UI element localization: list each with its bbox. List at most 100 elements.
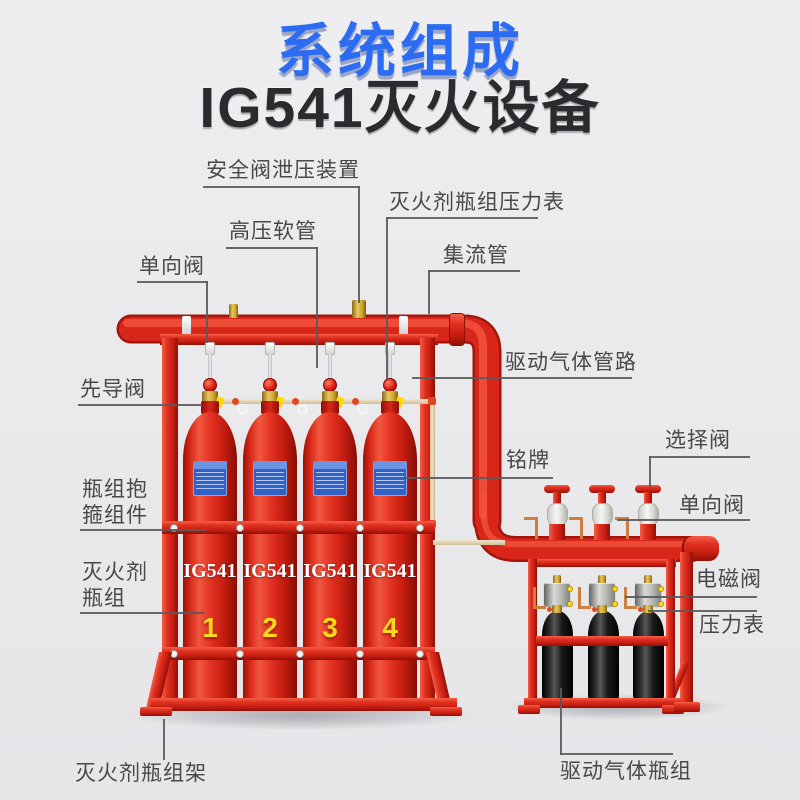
leader-clamp-assembly bbox=[80, 529, 206, 531]
pilot-tube bbox=[615, 517, 628, 520]
cylinder-gas-label: IG541 bbox=[183, 560, 237, 582]
copper-tube bbox=[578, 587, 581, 608]
solenoid-indicator bbox=[612, 601, 618, 607]
high-pressure-hose-part bbox=[328, 354, 332, 380]
copper-tube bbox=[533, 587, 536, 608]
callout-agent-gauge: 灭火剂瓶组压力表 bbox=[389, 191, 565, 214]
drive-pressure-gauge-fitting bbox=[597, 605, 607, 613]
leader-safety-relief bbox=[358, 186, 360, 303]
solenoid-top-fitting bbox=[644, 575, 652, 584]
selector-valve-handle bbox=[544, 485, 570, 493]
selector-valve-handle bbox=[635, 485, 661, 493]
leader-drive-group bbox=[560, 753, 673, 755]
leader-pressure-gauge bbox=[648, 610, 757, 612]
copper-tube bbox=[624, 606, 637, 609]
rack-foot-pad bbox=[430, 707, 462, 716]
callout-selector-valve: 选择阀 bbox=[665, 429, 731, 452]
cylinder-nameplate bbox=[193, 461, 227, 496]
check-valve-body bbox=[547, 503, 568, 526]
clamp-bolt bbox=[236, 650, 244, 658]
solenoid-top-fitting bbox=[598, 575, 606, 584]
cylinder-number: 3 bbox=[322, 612, 338, 643]
cylinder-number: 2 bbox=[262, 612, 278, 643]
drive-rack-base-rail bbox=[524, 698, 682, 708]
cylinder-pressure-gauge bbox=[323, 378, 337, 392]
pipeline-dot bbox=[352, 398, 359, 405]
callout-clamp-assembly-line2: 箍组件 bbox=[82, 504, 148, 527]
solenoid-indicator bbox=[658, 601, 664, 607]
drive-rack-foot-pad bbox=[662, 705, 684, 714]
cylinder-neck bbox=[321, 401, 339, 414]
clamp-bolt bbox=[296, 524, 304, 532]
high-pressure-hose-part bbox=[268, 354, 272, 380]
cylinder-neck bbox=[261, 401, 279, 414]
cylinder-nameplate bbox=[373, 461, 407, 496]
valve-riser bbox=[549, 524, 565, 540]
callout-drive-pipeline: 驱动气体管路 bbox=[505, 351, 637, 374]
leader-drive-pipeline bbox=[412, 377, 632, 379]
leader-safety-relief bbox=[203, 186, 360, 188]
cylinder-number: 4 bbox=[382, 612, 398, 643]
cylinder-gas-label: IG541 bbox=[363, 560, 417, 582]
selector-valve-stem bbox=[553, 492, 561, 504]
safety-relief-valve-fitting bbox=[352, 300, 366, 318]
pipeline-hook bbox=[357, 404, 368, 415]
manifold-coupler bbox=[182, 316, 191, 343]
callout-nameplate: 铭牌 bbox=[506, 449, 550, 472]
gauge-dot bbox=[592, 607, 597, 612]
valve-riser bbox=[594, 524, 610, 540]
leader-selector-valve bbox=[649, 456, 651, 488]
high-pressure-hose-part bbox=[208, 354, 212, 380]
leader-check-valve-right bbox=[617, 519, 750, 521]
cylinder-nameplate bbox=[313, 461, 347, 496]
cylinder-nameplate bbox=[253, 461, 287, 496]
callout-check-valve-right: 单向阀 bbox=[679, 494, 745, 517]
drive-gas-pipeline-horizontal bbox=[202, 399, 433, 404]
drive-rack-top-bar bbox=[528, 559, 676, 567]
leader-drive-group bbox=[560, 688, 562, 755]
check-valve-body bbox=[638, 503, 659, 526]
cylinder-gas-label: IG541 bbox=[303, 560, 357, 582]
cylinder-gas-label: IG541 bbox=[243, 560, 297, 582]
leader-hose bbox=[316, 247, 318, 368]
manifold-coupler bbox=[399, 316, 408, 343]
rack-top-bar bbox=[160, 334, 438, 345]
pipeline-hook bbox=[297, 404, 308, 415]
cylinder-neck bbox=[381, 401, 399, 414]
leader-selector-valve bbox=[649, 456, 750, 458]
selector-valve-handle bbox=[589, 485, 615, 493]
selector-valve-stem bbox=[598, 492, 606, 504]
clamp-bolt bbox=[356, 650, 364, 658]
clamp-bolt bbox=[170, 524, 178, 532]
pipeline-dot bbox=[292, 398, 299, 405]
drive-rack-foot-pad bbox=[518, 705, 540, 714]
pilot-tube bbox=[626, 517, 629, 539]
vent-pin bbox=[229, 304, 238, 318]
cylinder-neck bbox=[201, 401, 219, 414]
pilot-tube bbox=[580, 517, 583, 539]
solenoid-indicator bbox=[658, 586, 664, 592]
clamp-bolt bbox=[416, 524, 424, 532]
pipeline-dot bbox=[232, 398, 239, 405]
pilot-tube bbox=[535, 517, 538, 539]
callout-agent-cylinder-line2: 瓶组 bbox=[82, 587, 126, 610]
leader-check-valve-left bbox=[206, 281, 208, 343]
callout-pilot-valve: 先导阀 bbox=[80, 378, 146, 401]
pipeline-hook bbox=[237, 404, 248, 415]
rack-foot-pad bbox=[140, 707, 172, 716]
cylinder-pressure-gauge bbox=[383, 378, 397, 392]
leader-agent-gauge bbox=[386, 217, 538, 219]
callout-hose: 高压软管 bbox=[229, 220, 317, 243]
drive-gas-pipeline-vertical bbox=[430, 402, 435, 525]
leader-hose bbox=[226, 247, 318, 249]
gauge-dot bbox=[547, 607, 552, 612]
callout-agent-cylinder-line1: 灭火剂 bbox=[82, 561, 148, 584]
solenoid-top-fitting bbox=[553, 575, 561, 584]
agent-cylinder-4: IG541 4 bbox=[363, 412, 417, 705]
callout-pressure-gauge: 压力表 bbox=[699, 614, 765, 637]
leader-solenoid bbox=[625, 596, 757, 598]
callout-agent-cylinder: 灭火剂 瓶组 bbox=[82, 560, 148, 612]
solenoid-indicator bbox=[567, 601, 573, 607]
